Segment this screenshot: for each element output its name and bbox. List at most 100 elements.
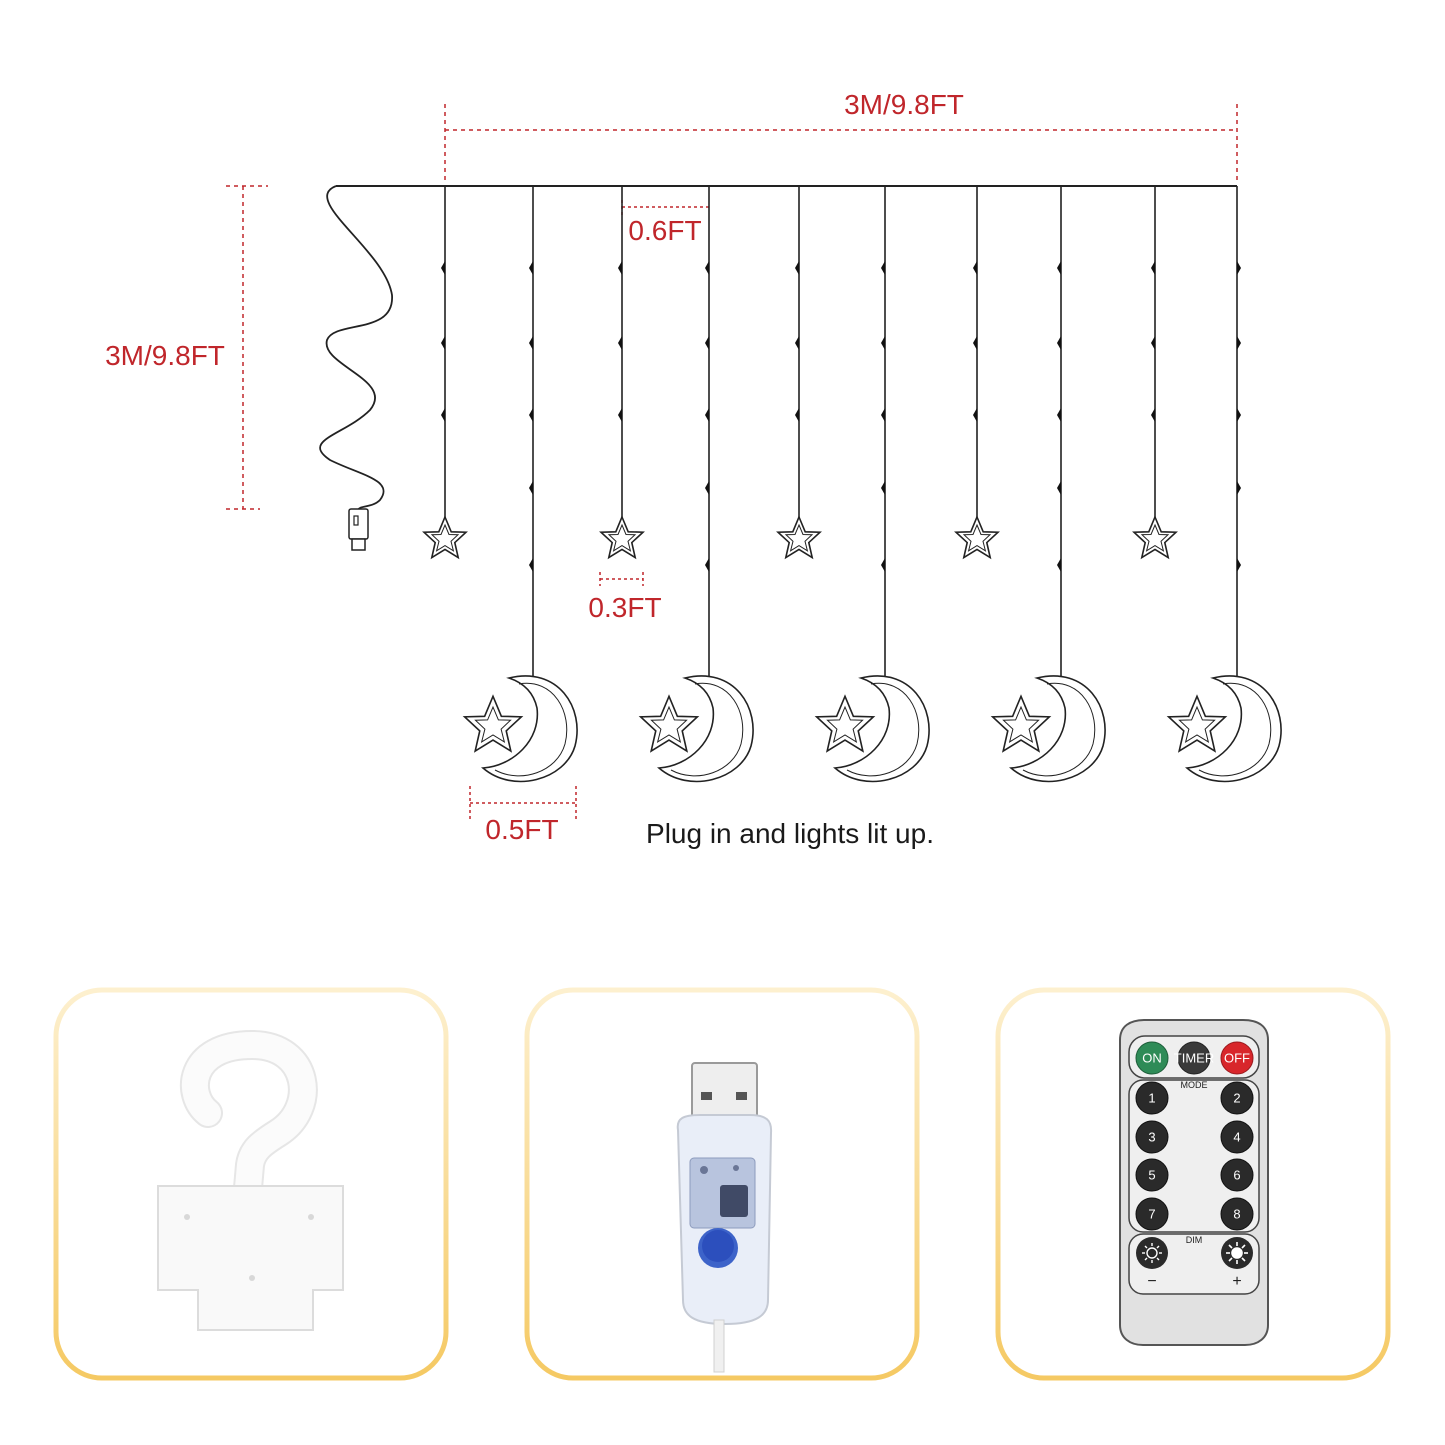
led-bead [881,336,885,350]
star-inner-outline [474,705,512,744]
star-size-label: 0.3FT [588,592,661,623]
timer-button-label: TIMER [1174,1050,1214,1065]
led-bead [1237,336,1241,350]
star-inner-outline [1178,705,1216,744]
minus-label: − [1147,1273,1156,1290]
led-bead [1237,408,1241,422]
dim-label: DIM [1186,1235,1203,1245]
led-bead [529,408,533,422]
moon-icon [1185,675,1282,783]
led-bead [1057,336,1061,350]
star-icon [777,516,821,559]
off-button[interactable]: OFF [1220,1041,1254,1075]
dim-up-button[interactable] [1221,1237,1253,1269]
led-bead [705,558,709,572]
number-button-label: 2 [1233,1090,1240,1105]
moon-inner-outline [670,682,744,777]
star-inner-outline [962,523,992,552]
star-icon [815,695,875,752]
led-bead [1057,558,1061,572]
width-dimension [444,104,1238,180]
star-size-dimension [599,572,644,586]
led-bead [618,408,622,422]
number-button-6[interactable]: 6 [1220,1158,1254,1192]
led-bead [881,558,885,572]
number-button-2[interactable]: 2 [1220,1081,1254,1115]
height-label: 3M/9.8FT [105,340,225,371]
led-bead [441,336,445,350]
moon-strand [991,186,1106,783]
moon-icon [833,675,930,783]
led-bead [529,481,533,495]
star-inner-outline [650,705,688,744]
accessory-usb-controller [524,987,920,1381]
width-label: 3M/9.8FT [844,89,964,120]
star-icon [639,695,699,752]
number-button-8[interactable]: 8 [1220,1197,1254,1231]
number-button-3[interactable]: 3 [1135,1120,1169,1154]
moon-icon [481,675,578,783]
led-bead [529,558,533,572]
star-strand [600,186,644,559]
accessory-hook [53,987,449,1381]
led-bead [1057,261,1061,275]
led-bead [881,261,885,275]
star-icon [600,516,644,559]
moon-icon [657,675,754,783]
led-bead [705,481,709,495]
timer-button[interactable]: TIMER [1174,1041,1214,1075]
on-button-label: ON [1142,1050,1162,1065]
led-bead [973,408,977,422]
number-button-label: 1 [1148,1090,1155,1105]
number-button-4[interactable]: 4 [1220,1120,1254,1154]
moon-inner-outline [1022,682,1096,777]
star-strand [777,186,821,559]
moon-inner-outline [846,682,920,777]
height-dimension [226,185,268,510]
moon-strand [463,186,578,783]
star-icon [955,516,999,559]
caption: Plug in and lights lit up. [646,818,934,849]
number-button-1[interactable]: 1 [1135,1081,1169,1115]
led-bead [795,336,799,350]
sun-small-icon [1142,1243,1162,1263]
light-strands [423,186,1282,783]
number-button-label: 7 [1148,1206,1155,1221]
moon-icon [1009,675,1106,783]
led-bead [795,261,799,275]
star-strand [955,186,999,559]
usb-plug-icon [348,508,369,551]
led-bead [529,336,533,350]
moon-size-label: 0.5FT [485,814,558,845]
number-button-7[interactable]: 7 [1135,1197,1169,1231]
star-icon [1167,695,1227,752]
led-bead [705,336,709,350]
hook-icon [157,1029,344,1331]
plus-label: + [1232,1273,1241,1290]
number-button-5[interactable]: 5 [1135,1158,1169,1192]
power-cord [319,185,393,511]
led-bead [1057,408,1061,422]
led-bead [705,408,709,422]
on-button[interactable]: ON [1135,1041,1169,1075]
star-inner-outline [430,523,460,552]
moon-strand [815,186,930,783]
led-bead [441,408,445,422]
star-inner-outline [1002,705,1040,744]
led-bead [529,261,533,275]
star-inner-outline [1140,523,1170,552]
star-icon [991,695,1051,752]
dim-down-button[interactable] [1136,1237,1168,1269]
led-bead [1151,336,1155,350]
moon-inner-outline [494,682,568,777]
number-buttons: 1 2 3 4 5 6 7 8 [1135,1081,1254,1231]
number-button-label: 8 [1233,1206,1240,1221]
star-icon [1133,516,1177,559]
led-bead [705,261,709,275]
usb-controller-icon [676,1062,773,1373]
moon-strand [1167,186,1282,783]
star-inner-outline [826,705,864,744]
led-bead [881,408,885,422]
